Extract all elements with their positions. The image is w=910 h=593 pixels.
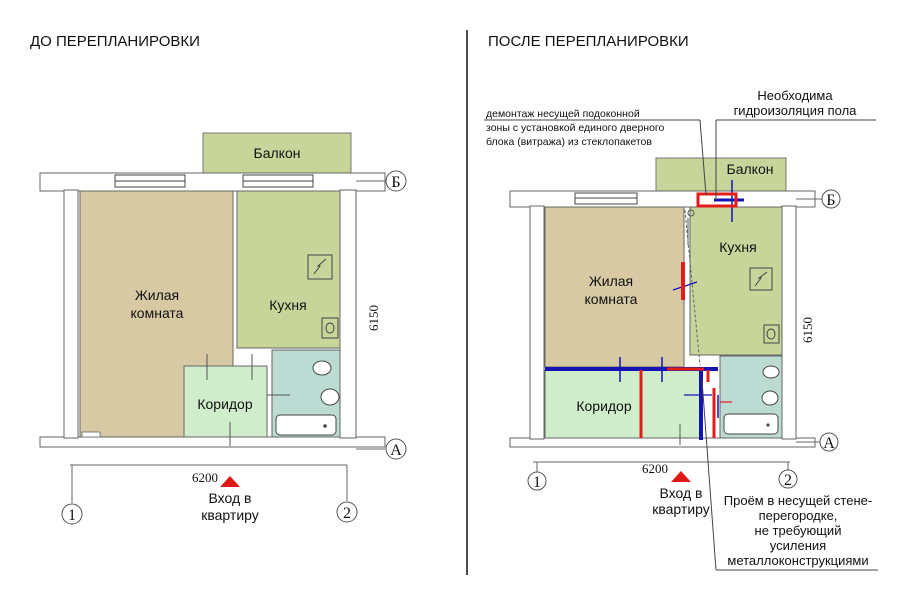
kitchen-label-before: Кухня — [269, 297, 306, 313]
dimension-width-after: 6200 — [642, 461, 668, 476]
left-wall-after — [529, 205, 545, 440]
plan-after: ПОСЛЕ ПЕРЕПЛАНИРОВКИ Балкон — [484, 33, 878, 571]
entrance-label-2-after: квартиру — [652, 501, 710, 517]
note-waterproofing-1: Необходима — [757, 88, 833, 103]
corridor-label-before: Коридор — [197, 396, 253, 412]
corridor-after — [544, 369, 703, 439]
kitchen-before — [236, 190, 341, 349]
note-waterproofing-2: гидроизоляция пола — [734, 103, 858, 118]
axis-b-after: Б — [826, 192, 835, 209]
demolition-window-sill — [696, 192, 738, 208]
entrance-label-2-before: квартиру — [201, 507, 259, 523]
dimension-width-before: 6200 — [192, 470, 218, 485]
entrance-label-1-after: Вход в — [660, 485, 703, 501]
balcony-label-after: Балкон — [727, 161, 774, 177]
dimension-height-after: 6150 — [800, 317, 815, 343]
top-wall-before — [39, 172, 386, 192]
toilet-icon — [312, 360, 332, 376]
dimension-height-before: 6150 — [366, 305, 381, 331]
bathtub-icon-after — [723, 413, 779, 435]
note-dismantle-3: блока (витража) из стеклопакетов — [486, 136, 652, 148]
kitchen-after — [689, 206, 783, 356]
title-before: ДО ПЕРЕПЛАНИРОВКИ — [30, 33, 200, 50]
toilet-icon-after — [762, 365, 780, 379]
bottom-wall-before — [39, 436, 386, 448]
entrance-marker-after — [671, 471, 691, 482]
living-label-2-before: комната — [131, 305, 184, 321]
right-wall-before — [339, 189, 357, 439]
axis-1-before: 1 — [68, 507, 76, 524]
living-label-1-after: Жилая — [589, 273, 633, 289]
stove-icon — [307, 254, 333, 280]
living-label-1-before: Жилая — [135, 287, 179, 303]
axis-1-after: 1 — [533, 474, 541, 491]
axis-2-bubble-after — [778, 469, 798, 489]
axis-b-bubble-before — [385, 170, 407, 192]
left-wall-before — [63, 189, 79, 439]
axis-a-bubble-before — [385, 438, 407, 460]
top-wall-after — [509, 190, 816, 208]
leader-opening — [701, 379, 717, 571]
corridor-label-after: Коридор — [576, 398, 632, 414]
note-opening-2: перегородке, — [759, 508, 838, 523]
bathtub-icon — [275, 414, 337, 436]
bottom-wall-after — [509, 437, 816, 448]
entrance-label-1-before: Вход в — [209, 490, 252, 506]
axis-b-before: Б — [391, 174, 400, 191]
axis-1-bubble-after — [527, 471, 547, 491]
note-opening-5: металлоконструкциями — [727, 553, 868, 568]
axis-b-bubble-after — [821, 189, 841, 209]
sink-icon — [321, 317, 339, 339]
living-room-after — [544, 206, 685, 368]
kitchen-label-after: Кухня — [719, 239, 756, 255]
balcony-before — [202, 132, 352, 174]
title-after: ПОСЛЕ ПЕРЕПЛАНИРОВКИ — [488, 33, 689, 50]
corridor-before — [183, 365, 268, 438]
axis-a-bubble-after — [819, 432, 839, 452]
axis-a-before: А — [390, 442, 402, 459]
axis-2-after: 2 — [784, 472, 792, 489]
leader-dismantle — [699, 119, 707, 196]
axis-2-bubble-before — [336, 501, 358, 523]
axis-1-bubble-before — [61, 503, 83, 525]
stove-icon-after — [749, 267, 773, 291]
washbasin-icon — [320, 388, 340, 406]
sink-icon-after — [763, 324, 780, 344]
note-opening-3: не требующий — [755, 523, 842, 538]
axis-2-before: 2 — [343, 505, 351, 522]
plan-before: ДО ПЕРЕПЛАНИРОВКИ Балкон — [30, 33, 407, 525]
note-opening-1: Проём в несущей стене- — [724, 493, 872, 508]
washbasin-icon-after — [761, 390, 779, 406]
note-dismantle-2: зоны с установкой единого дверного — [486, 122, 665, 134]
note-dismantle-1: демонтаж несущей подоконной — [486, 108, 640, 120]
right-wall-after — [781, 205, 797, 440]
axis-a-after: А — [823, 435, 835, 452]
living-label-2-after: комната — [585, 291, 638, 307]
balcony-label-before: Балкон — [254, 145, 301, 161]
entrance-marker-before — [220, 476, 240, 487]
note-opening-4: усиления — [770, 538, 826, 553]
